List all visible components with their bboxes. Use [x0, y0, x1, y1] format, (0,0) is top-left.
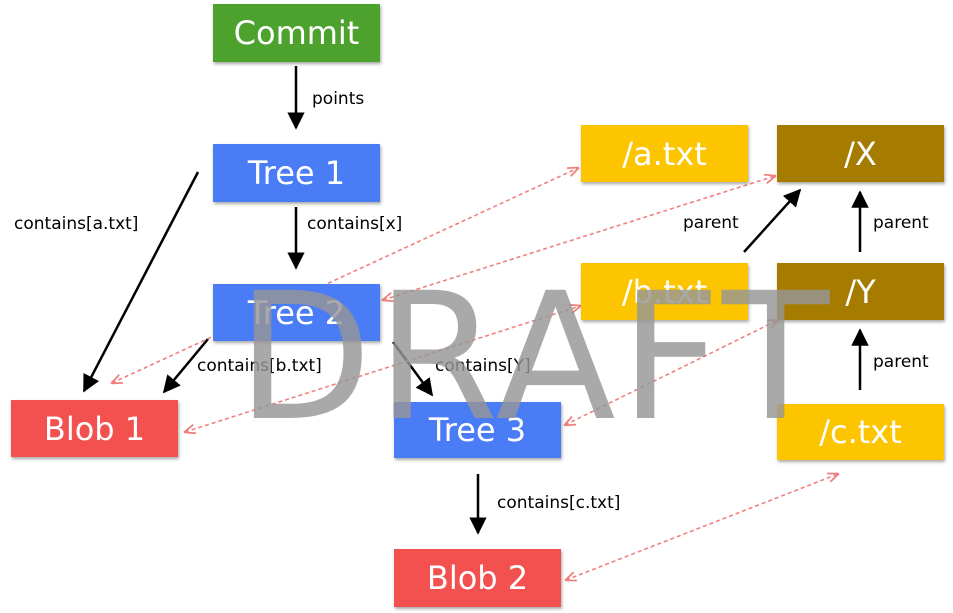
- node-blob1: Blob 1: [11, 400, 178, 457]
- label-parent-b: parent: [683, 213, 739, 233]
- node-tree1: Tree 1: [213, 144, 380, 202]
- label-contains-a: contains[a.txt]: [14, 214, 139, 234]
- node-dir-y: /Y: [777, 263, 944, 320]
- node-dir-x: /X: [777, 125, 944, 182]
- node-blob2: Blob 2: [394, 549, 561, 607]
- node-c-txt: /c.txt: [777, 404, 944, 460]
- label-contains-b: contains[b.txt]: [197, 356, 322, 376]
- label-contains-x: contains[x]: [307, 214, 403, 234]
- edge-tree1-blob1: [82, 171, 200, 393]
- label-parent-c: parent: [873, 352, 929, 372]
- label-contains-y: contains[Y]: [435, 356, 531, 376]
- node-b-txt: /b.txt: [581, 263, 748, 320]
- edge-tree2-tree3: [391, 341, 434, 397]
- link-blob2-c: [566, 474, 838, 580]
- label-parent-y: parent: [873, 213, 929, 233]
- label-contains-c: contains[c.txt]: [497, 493, 621, 513]
- link-tree2-x: [383, 176, 775, 300]
- link-blob1-b: [185, 306, 580, 432]
- edge-b-x: [743, 188, 802, 253]
- node-a-txt: /a.txt: [581, 125, 748, 182]
- node-tree2: Tree 2: [213, 284, 380, 341]
- node-commit: Commit: [213, 4, 380, 62]
- link-tree3-y: [565, 320, 778, 425]
- label-points: points: [312, 89, 365, 109]
- node-tree3: Tree 3: [394, 402, 561, 458]
